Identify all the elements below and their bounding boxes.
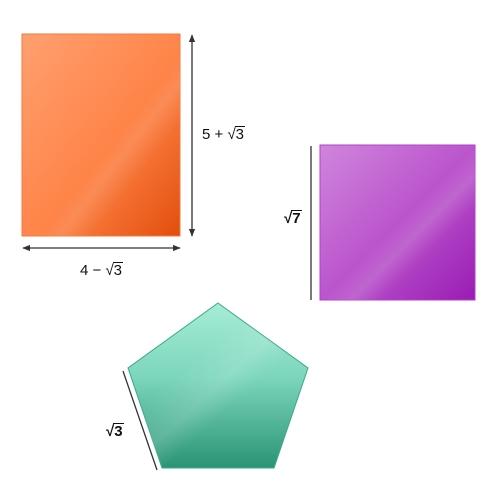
pentagon-side-dimension-line xyxy=(122,370,158,471)
orange-rectangle xyxy=(21,33,181,237)
rectangle-height-label: 5 + √3 xyxy=(202,126,246,143)
rectangle-width-label: 4 − √3 xyxy=(80,262,124,279)
pentagon-side-label: √3 xyxy=(106,423,124,440)
square-side-label: √7 xyxy=(284,210,302,227)
purple-square xyxy=(319,144,476,301)
teal-pentagon xyxy=(127,302,309,469)
